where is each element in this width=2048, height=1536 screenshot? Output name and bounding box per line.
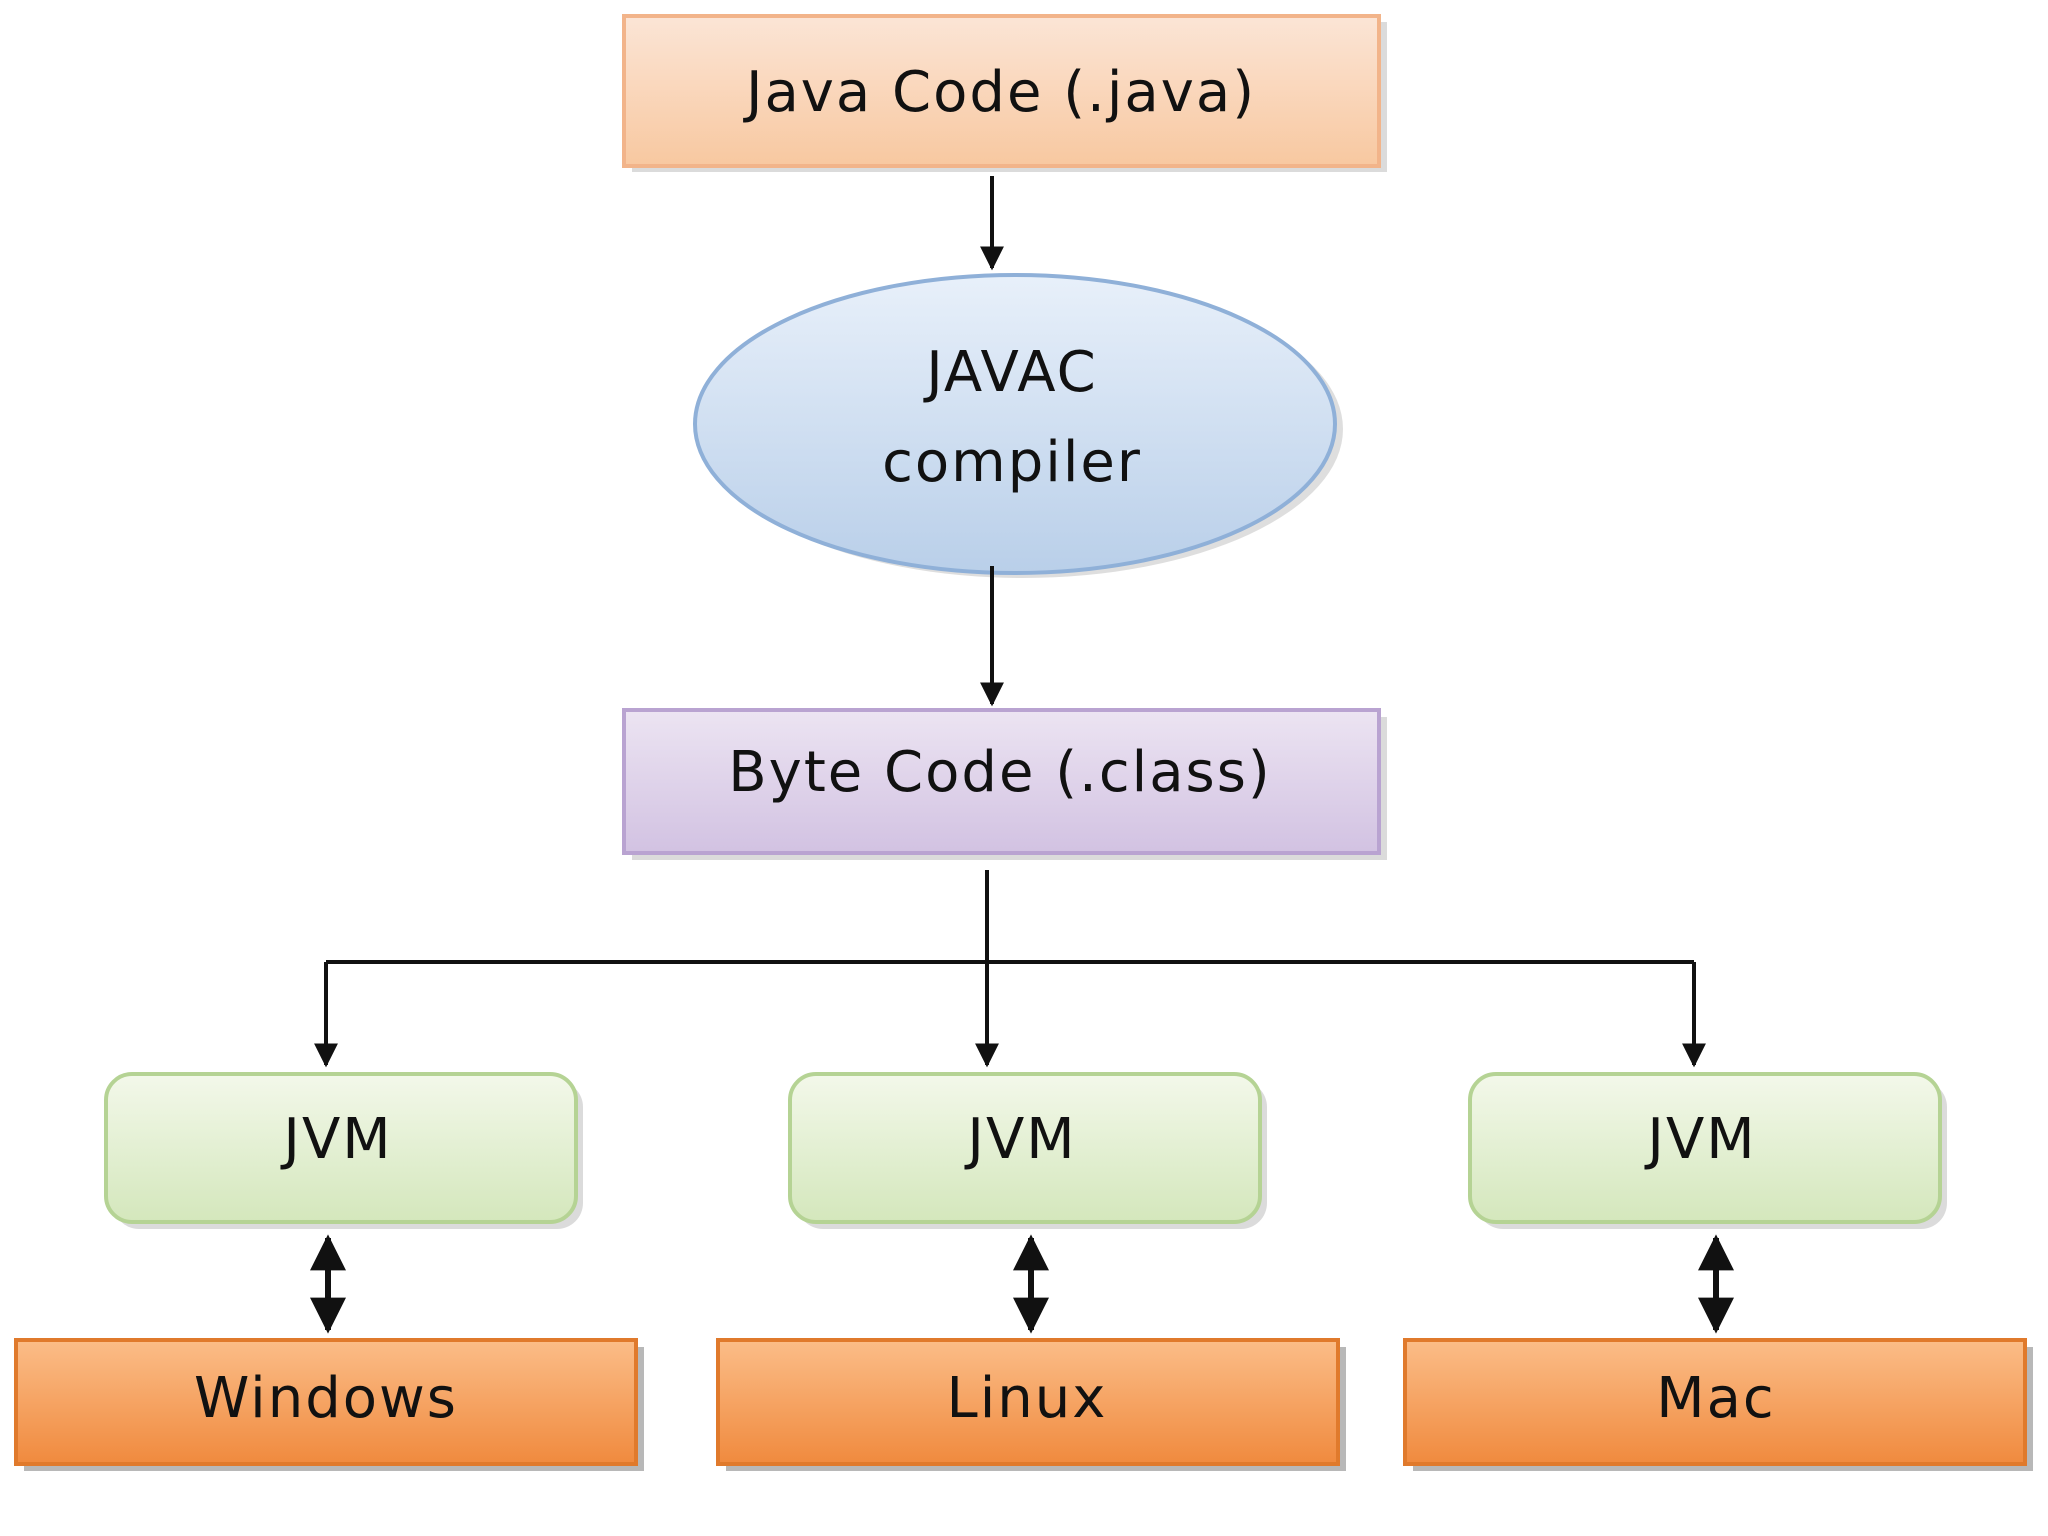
platform-label-mac: Mac	[1656, 1366, 1775, 1431]
jvm-box-windows-shape	[104, 1072, 578, 1224]
platform-label-linux: Linux	[947, 1366, 1108, 1431]
jvm-label-windows: JVM	[280, 1107, 392, 1172]
jvm-box-mac-shape	[1468, 1072, 1942, 1224]
javac-label: JAVAC	[923, 340, 1097, 405]
jvm-label-linux: JVM	[964, 1107, 1076, 1172]
platform-box-linux-shape	[716, 1338, 1340, 1466]
java-code-box: Java Code (.java)	[622, 14, 1387, 172]
byte-code-label: Byte Code (.class)	[728, 740, 1271, 805]
platform-box-mac-shape	[1403, 1338, 2027, 1466]
platform-label-windows: Windows	[194, 1366, 458, 1431]
javac-compiler-ellipse: JAVAC compiler	[693, 273, 1343, 578]
platform-box-windows-shape	[14, 1338, 638, 1466]
jvm-box-windows: JVM	[104, 1072, 583, 1229]
javac-compiler-shape	[693, 273, 1337, 575]
platform-box-windows: Windows	[14, 1338, 644, 1471]
jvm-box-mac: JVM	[1468, 1072, 1947, 1229]
platform-box-linux: Linux	[716, 1338, 1346, 1471]
java-code-label: Java Code (.java)	[743, 60, 1256, 125]
compiler-label: compiler	[882, 430, 1142, 495]
jvm-label-mac: JVM	[1644, 1107, 1756, 1172]
byte-code-box-shape	[622, 708, 1381, 855]
platform-box-mac: Mac	[1403, 1338, 2033, 1471]
jvm-box-linux-shape	[788, 1072, 1262, 1224]
java-code-box-shape	[622, 14, 1381, 168]
byte-code-box: Byte Code (.class)	[622, 708, 1387, 860]
distribution-connectors	[314, 870, 1706, 1068]
jvm-box-linux: JVM	[788, 1072, 1267, 1229]
